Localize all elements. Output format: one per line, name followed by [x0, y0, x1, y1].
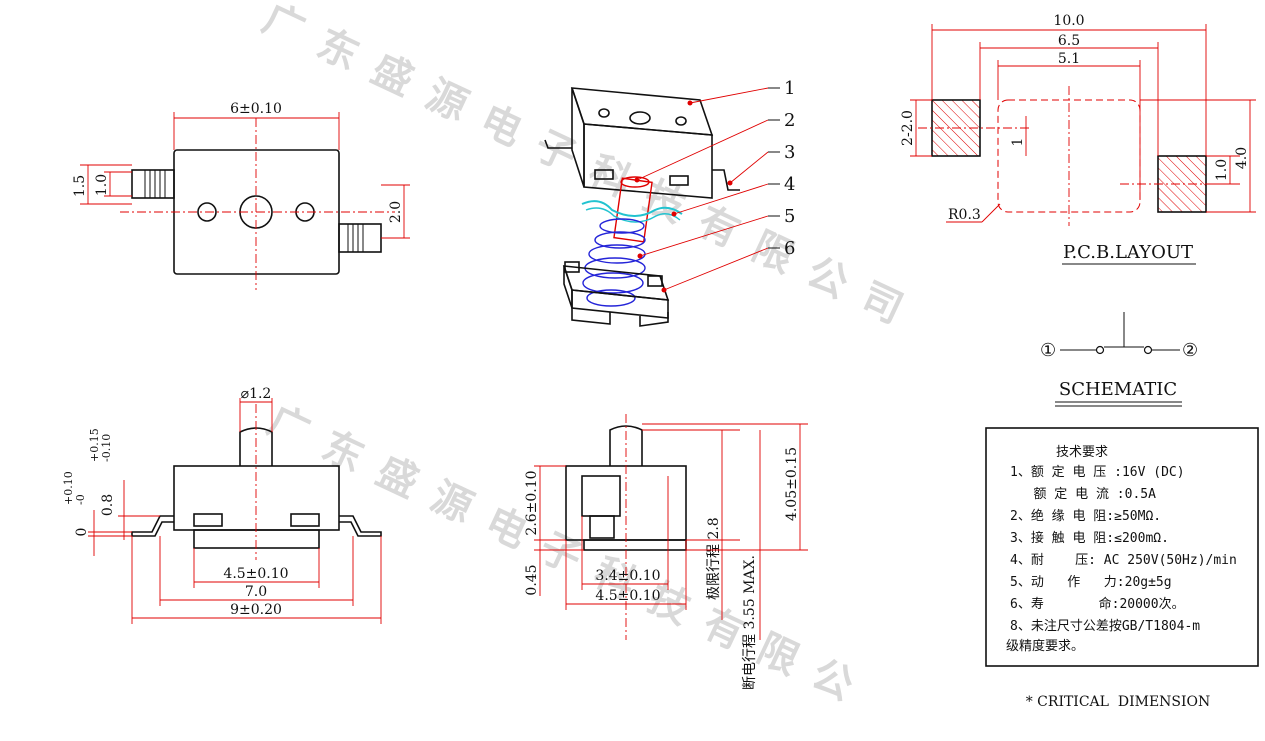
spec-line: 8、未注尺寸公差按GB/T1804-m	[1010, 619, 1200, 634]
dim-lead-label: 0.8	[100, 494, 116, 516]
watermark-char: 盛	[370, 448, 426, 507]
watermark-char: 公	[805, 651, 861, 710]
callout-number: 1	[784, 78, 795, 99]
dim-total-label: 4.05±0.15	[784, 447, 800, 521]
dim-diameter-label: ⌀1.2	[241, 386, 272, 402]
base-step	[193, 529, 320, 549]
watermark-char: 盛	[365, 46, 421, 105]
callout-number: 6	[784, 238, 795, 259]
radius-label: R0.3	[948, 207, 981, 223]
spec-line: 1、额 定 电 压 :16V (DC)	[1010, 465, 1185, 480]
company-watermark: 广 东 盛 源 电 子 科 技 有 限 公 司 广 东 盛 源 电 子 科 技 …	[256, 0, 910, 710]
watermark-char: 司	[854, 274, 910, 333]
watermark-char: 源	[419, 71, 475, 130]
watermark-char: 公	[800, 249, 856, 308]
dim-mid-label: 6.5	[1058, 33, 1080, 49]
tolerance-upper: +0.10	[62, 471, 75, 505]
dim-inner-label: 5.1	[1058, 51, 1080, 67]
dim-offset-label: 2.0	[388, 201, 404, 223]
tolerance-lower: -0.10	[100, 434, 113, 462]
dim-a-label: 4.5±0.10	[223, 566, 288, 582]
callout-leaders	[634, 87, 780, 293]
base-part	[562, 261, 670, 327]
dim-width-label: 6±0.10	[230, 101, 282, 117]
spec-line: 2、绝 缘 电 阻:≥50MΩ.	[1010, 508, 1161, 524]
pad-right	[1157, 155, 1207, 213]
dim-height-label: 2.6±0.10	[524, 470, 540, 535]
actuator-window	[581, 475, 621, 517]
dim-c-label: 9±0.20	[230, 602, 282, 618]
stroke-limit-label: 极限行程 2.8	[706, 517, 722, 600]
callout-number: 4	[784, 174, 795, 195]
watermark-char: 子	[528, 122, 584, 181]
spec-box	[985, 427, 1259, 667]
dim-pin-outer-label: 1.5	[72, 175, 88, 197]
dim-a-label: 3.4±0.10	[595, 568, 660, 584]
spec-line: 5、动 作 力:20g±5g	[1010, 575, 1172, 590]
watermark-char: 广	[261, 397, 317, 456]
schematic: ① ② SCHEMATIC	[1040, 312, 1198, 407]
critical-dimension-note: * CRITICAL DIMENSION	[1026, 694, 1211, 710]
hole	[197, 202, 217, 222]
right-terminal	[339, 515, 382, 537]
left-pin	[131, 169, 175, 199]
watermark-char: 东	[315, 423, 371, 482]
dim-pad-height-label: 1.0	[1214, 159, 1230, 181]
body-outline	[173, 465, 340, 531]
top-view: 6±0.10 1.5 1.0 2.0	[72, 101, 410, 290]
watermark-char: 限	[750, 626, 806, 685]
terminal-2-label: ②	[1182, 340, 1198, 361]
spec-line: 6、寿 命:20000次。	[1010, 596, 1185, 612]
terminal-1-label: ①	[1040, 340, 1056, 361]
dim-height-label: 4.0	[1234, 147, 1250, 169]
coil-spring	[582, 218, 646, 307]
contact-leaf	[581, 200, 683, 217]
watermark-char: 有	[691, 198, 747, 257]
spec-title: 技术要求	[1056, 445, 1108, 460]
dim-b-label: 4.5±0.10	[595, 588, 660, 604]
tolerance-upper: +0.15	[88, 428, 101, 462]
base-step	[583, 539, 687, 551]
schematic-title: SCHEMATIC	[1059, 379, 1177, 400]
callout-number: 2	[784, 110, 795, 131]
cover-part	[544, 87, 740, 199]
spec-line: 3、接 触 电 阻:≤200mΩ.	[1010, 530, 1169, 546]
side-view: 2.6±0.10 0.45 3.4±0.10 4.5±0.10 极限行程 2.8…	[524, 414, 808, 690]
left-terminal	[131, 515, 174, 537]
technical-requirements: 技术要求 1、额 定 电 压 :16V (DC) 额 定 电 流 :0.5A 2…	[985, 427, 1259, 667]
stroke-break-label: 断电行程 3.55 MAX.	[742, 555, 758, 690]
exploded-view: 1 2 3 4 5 6	[544, 78, 795, 327]
dim-coplanarity-label: 0	[74, 528, 90, 537]
dim-base-label: 0.45	[524, 564, 540, 595]
spec-line: 级精度要求。	[1006, 638, 1084, 654]
dim-pad-size-label: 2-2.0	[900, 110, 916, 146]
watermark-char: 源	[424, 473, 480, 532]
tolerance-lower: -0	[74, 494, 87, 505]
front-view: ⌀1.2 4.5±0.10 7.0 9±0.20 0 +0.10 -0 0.8 …	[62, 386, 382, 624]
pcb-layout: 10.0 6.5 5.1 2-2.0 1 1.0 4.0 R0.3 P.C.B.…	[900, 13, 1256, 265]
callout-number: 3	[784, 142, 795, 163]
dim-total-label: 10.0	[1053, 13, 1084, 29]
watermark-char: 电	[473, 97, 529, 156]
spec-line: 4、耐 压: AC 250V(50Hz)/min	[1010, 553, 1237, 568]
callout-number: 5	[784, 206, 795, 227]
right-pin	[338, 223, 382, 253]
pcb-layout-title: P.C.B.LAYOUT	[1063, 242, 1193, 263]
spec-line: 额 定 电 流 :0.5A	[1010, 487, 1156, 502]
dim-pin-inner-label: 1.0	[94, 174, 110, 196]
watermark-char: 东	[310, 21, 366, 80]
watermark-char: 广	[256, 0, 312, 54]
dim-b-label: 7.0	[245, 584, 267, 600]
dim-small-label: 1	[1010, 138, 1026, 147]
watermark-char: 子	[533, 524, 589, 583]
